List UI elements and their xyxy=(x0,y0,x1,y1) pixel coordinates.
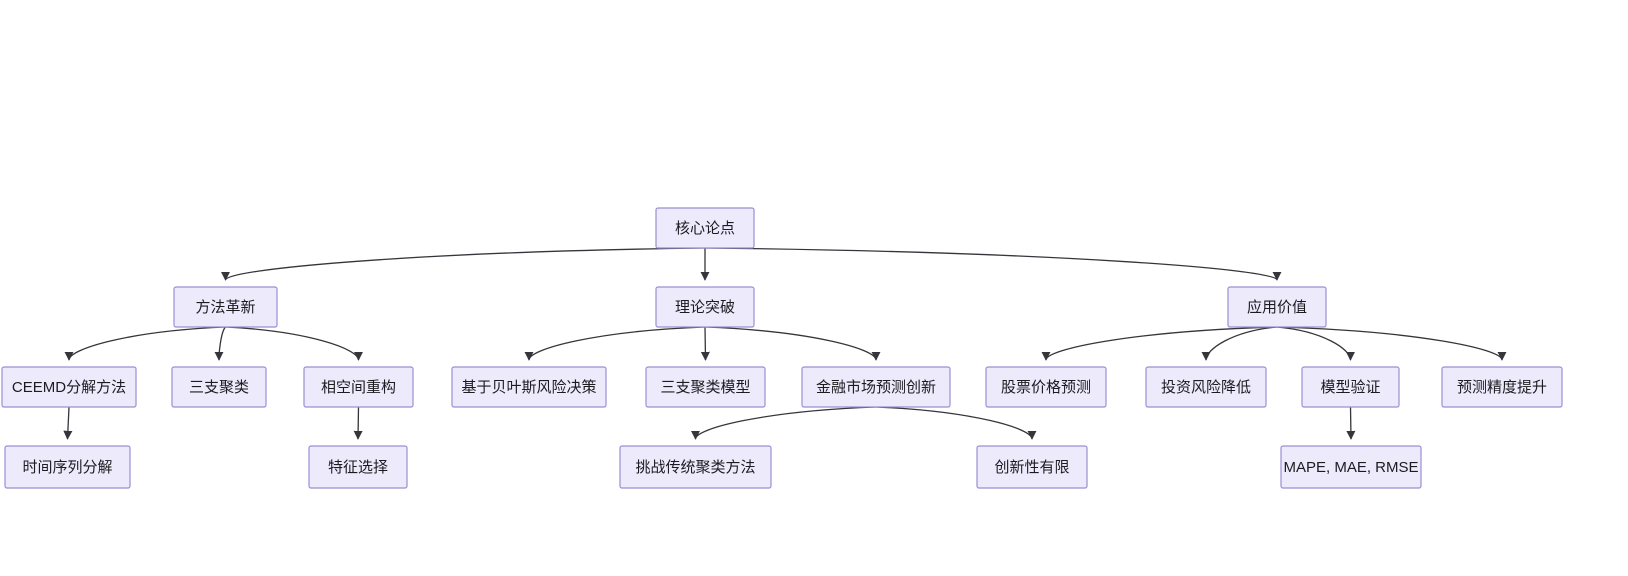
node-stock[interactable]: 股票价格预测 xyxy=(985,366,1107,408)
node-label-challenge: 挑战传统聚类方法 xyxy=(635,459,755,476)
node-phase[interactable]: 相空间重构 xyxy=(303,366,414,408)
edge-core-to-method xyxy=(221,247,706,281)
node-label-ceemd: CEEMD分解方法 xyxy=(12,379,126,396)
edge-method-to-phase xyxy=(225,326,364,361)
node-twmodel[interactable]: 三支聚类模型 xyxy=(645,366,766,408)
edge-theory-to-twmodel xyxy=(700,326,710,361)
node-metrics[interactable]: MAPE, MAE, RMSE xyxy=(1280,445,1422,489)
node-label-validate: 模型验证 xyxy=(1320,379,1380,396)
edge-method-to-threeway xyxy=(214,326,227,361)
node-label-timeseries: 时间序列分解 xyxy=(22,459,112,476)
edge-ceemd-to-timeseries xyxy=(63,406,73,440)
node-label-theory: 理论突破 xyxy=(675,299,735,316)
node-box-core[interactable] xyxy=(655,207,755,249)
node-label-method: 方法革新 xyxy=(195,299,255,316)
node-box-finance[interactable] xyxy=(801,366,951,408)
node-box-twmodel[interactable] xyxy=(645,366,766,408)
node-threeway[interactable]: 三支聚类 xyxy=(171,366,267,408)
node-label-finance: 金融市场预测创新 xyxy=(816,379,936,396)
node-limited[interactable]: 创新性有限 xyxy=(976,445,1088,489)
node-timeseries[interactable]: 时间序列分解 xyxy=(4,445,131,489)
node-label-core: 核心论点 xyxy=(675,220,735,237)
node-box-threeway[interactable] xyxy=(171,366,267,408)
node-label-threeway: 三支聚类 xyxy=(189,379,249,396)
node-accuracy[interactable]: 预测精度提升 xyxy=(1441,366,1563,408)
node-method[interactable]: 方法革新 xyxy=(173,286,278,328)
edge-application-to-accuracy xyxy=(1276,326,1507,361)
node-validate[interactable]: 模型验证 xyxy=(1301,366,1400,408)
node-box-challenge[interactable] xyxy=(619,445,772,489)
node-finance[interactable]: 金融市场预测创新 xyxy=(801,366,951,408)
edge-core-to-application xyxy=(704,247,1282,281)
node-label-twmodel: 三支聚类模型 xyxy=(660,379,750,396)
node-box-ceemd[interactable] xyxy=(1,366,137,408)
node-label-application: 应用价值 xyxy=(1247,298,1307,316)
node-label-metrics: MAPE, MAE, RMSE xyxy=(1283,459,1418,476)
edge-theory-to-finance xyxy=(704,326,881,361)
node-core[interactable]: 核心论点 xyxy=(655,207,755,249)
node-bayes[interactable]: 基于贝叶斯风险决策 xyxy=(451,366,607,408)
node-box-risk[interactable] xyxy=(1145,366,1267,408)
node-risk[interactable]: 投资风险降低 xyxy=(1145,366,1267,408)
node-theory[interactable]: 理论突破 xyxy=(655,286,755,328)
node-label-phase: 相空间重构 xyxy=(321,379,396,396)
edge-application-to-stock xyxy=(1041,326,1278,361)
edge-theory-to-bayes xyxy=(524,326,706,361)
node-label-risk: 投资风险降低 xyxy=(1161,379,1251,396)
node-box-metrics[interactable] xyxy=(1280,445,1422,489)
node-box-method[interactable] xyxy=(173,286,278,328)
edge-finance-to-limited xyxy=(875,406,1037,440)
node-box-phase[interactable] xyxy=(303,366,414,408)
node-box-validate[interactable] xyxy=(1301,366,1400,408)
node-application[interactable]: 应用价值 xyxy=(1227,286,1327,328)
node-box-feature[interactable] xyxy=(308,445,408,489)
node-box-timeseries[interactable] xyxy=(4,445,131,489)
edge-phase-to-feature xyxy=(353,406,363,440)
edge-method-to-ceemd xyxy=(64,326,226,361)
edge-validate-to-metrics xyxy=(1346,406,1356,440)
edge-finance-to-challenge xyxy=(691,406,877,440)
node-label-feature: 特征选择 xyxy=(328,459,388,476)
node-label-accuracy: 预测精度提升 xyxy=(1457,379,1547,396)
node-box-application[interactable] xyxy=(1227,286,1327,328)
edge-application-to-validate xyxy=(1276,326,1356,361)
node-box-accuracy[interactable] xyxy=(1441,366,1563,408)
node-label-stock: 股票价格预测 xyxy=(1001,379,1091,396)
node-challenge[interactable]: 挑战传统聚类方法 xyxy=(619,445,772,489)
edge-layer xyxy=(63,247,1507,440)
node-box-bayes[interactable] xyxy=(451,366,607,408)
node-box-limited[interactable] xyxy=(976,445,1088,489)
node-ceemd[interactable]: CEEMD分解方法 xyxy=(1,366,137,408)
node-box-theory[interactable] xyxy=(655,286,755,328)
edge-application-to-risk xyxy=(1201,326,1278,361)
node-box-stock[interactable] xyxy=(985,366,1107,408)
node-label-limited: 创新性有限 xyxy=(994,459,1069,476)
node-feature[interactable]: 特征选择 xyxy=(308,445,408,489)
node-label-bayes: 基于贝叶斯风险决策 xyxy=(461,379,596,396)
